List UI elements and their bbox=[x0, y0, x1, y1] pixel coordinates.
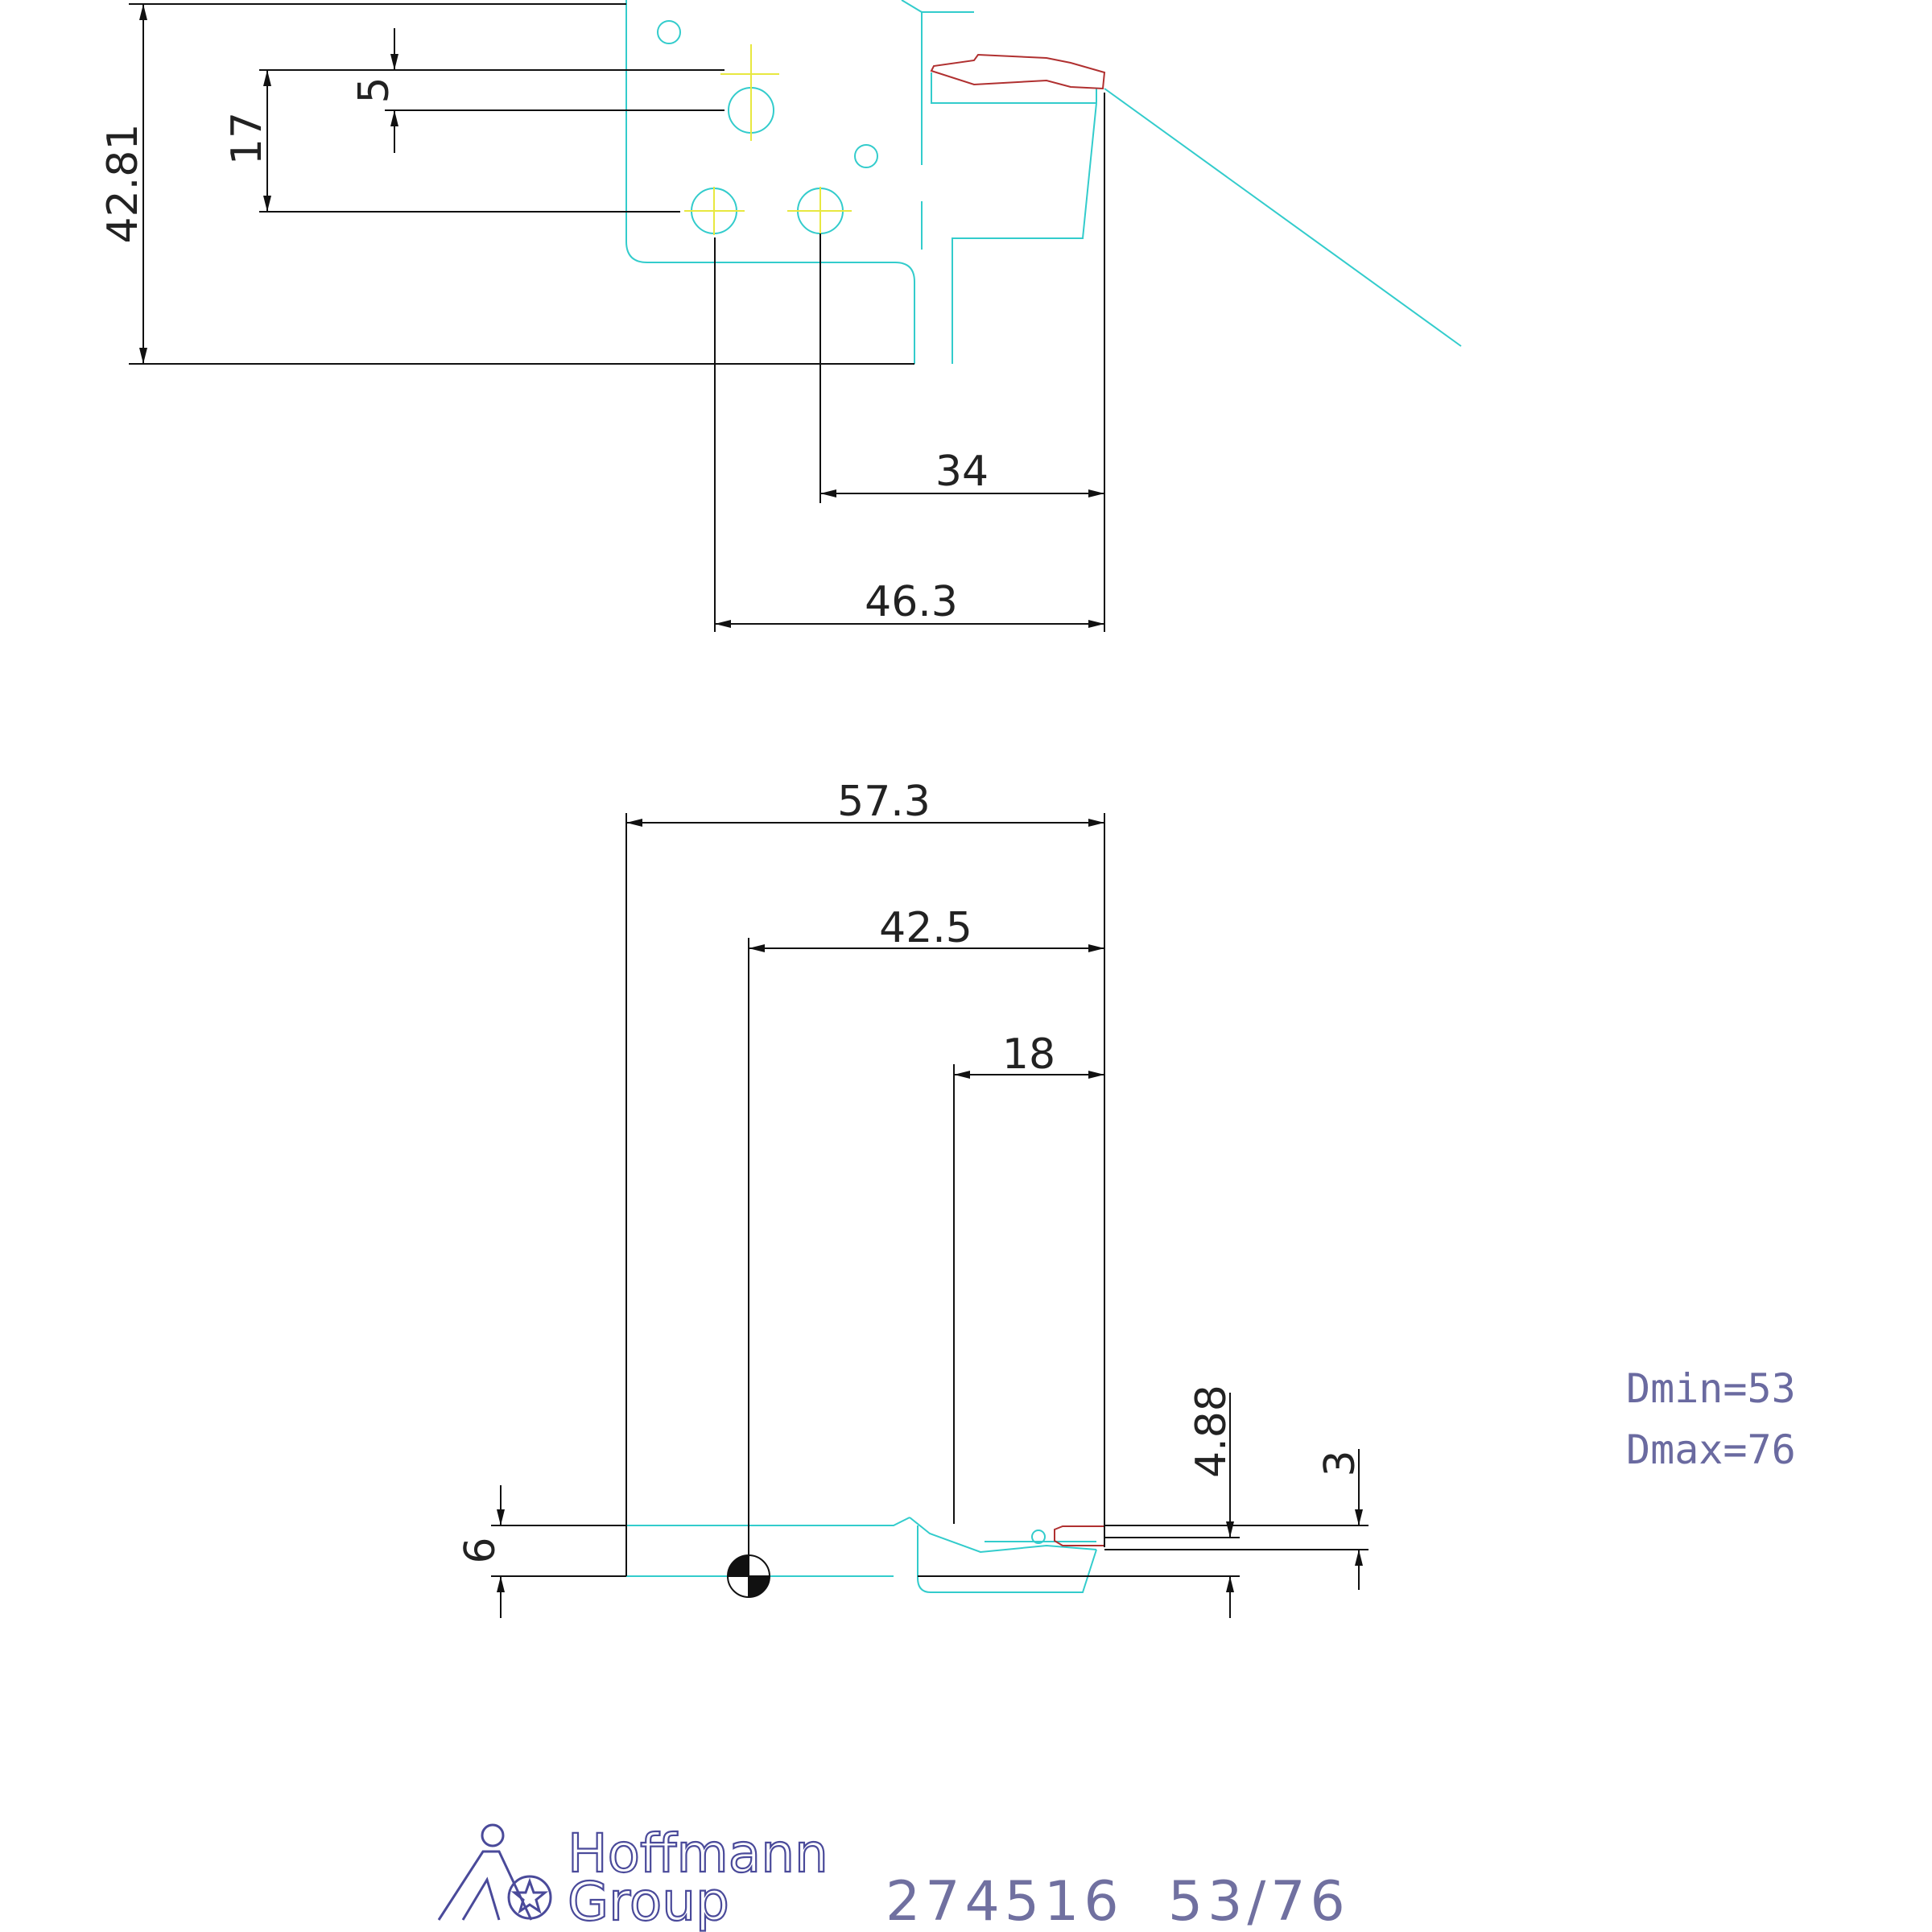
dim-42-81: 42.81 bbox=[99, 124, 147, 244]
dim-3: 3 bbox=[1316, 1450, 1364, 1476]
logo-hoffmann: Hoffmann bbox=[568, 1823, 828, 1885]
bottom-tool-outline bbox=[626, 1517, 1097, 1593]
dim-17: 17 bbox=[223, 112, 271, 165]
top-centerlines bbox=[684, 44, 852, 235]
dim-4-88: 4.88 bbox=[1187, 1385, 1236, 1478]
logo-group: Group bbox=[568, 1871, 729, 1932]
dim-42-5: 42.5 bbox=[879, 904, 972, 952]
bottom-view: 57.3 42.5 18 6 4.88 3 bbox=[456, 778, 1368, 1618]
dim-34: 34 bbox=[935, 448, 989, 496]
dim-18: 18 bbox=[1002, 1030, 1055, 1079]
dmax-label: Dmax=76 bbox=[1626, 1426, 1796, 1473]
dim-5: 5 bbox=[350, 76, 398, 103]
dim-6: 6 bbox=[456, 1537, 505, 1563]
dmin-label: Dmin=53 bbox=[1626, 1365, 1796, 1412]
top-dimensions bbox=[129, 3, 1105, 632]
part-code: 274516 53/76 bbox=[886, 1870, 1350, 1932]
bottom-insert bbox=[1054, 1525, 1105, 1546]
hoffmann-logo-icon bbox=[437, 1823, 552, 1921]
title-block: Hoffmann Group 274516 53/76 bbox=[437, 1822, 1350, 1932]
specs: Dmin=53 Dmax=76 bbox=[1626, 1365, 1796, 1473]
dim-46-3: 46.3 bbox=[865, 578, 958, 626]
dim-57-3: 57.3 bbox=[837, 778, 931, 826]
top-insert bbox=[930, 53, 1106, 90]
bottom-dimensions bbox=[491, 813, 1368, 1618]
top-view: 42.81 17 5 34 46.3 bbox=[99, 0, 1462, 632]
